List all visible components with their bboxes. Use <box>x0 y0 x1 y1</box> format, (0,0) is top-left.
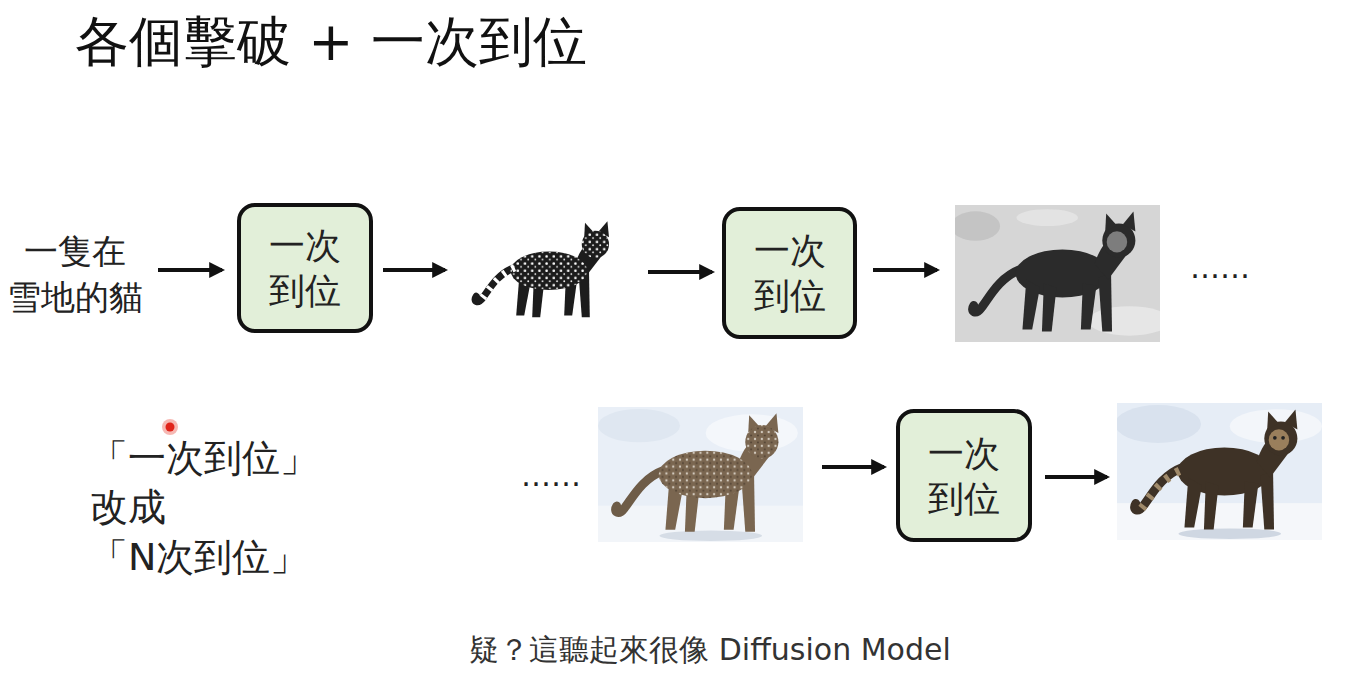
box-label: 一次 到位 <box>754 228 826 318</box>
box-label: 一次 到位 <box>269 223 341 313</box>
cat-image-clean <box>1115 403 1322 540</box>
cat-image-sketch <box>475 221 609 317</box>
process-box: 一次 到位 <box>237 203 373 333</box>
note-text: 「一次到位」改成 「N次到位」 <box>90 434 318 582</box>
process-box: 一次 到位 <box>896 409 1032 542</box>
ellipsis-mark: …… <box>1190 250 1250 286</box>
slide-title: 各個擊破 + 一次到位 <box>75 8 587 76</box>
pointer-dot <box>162 419 178 435</box>
process-box: 一次 到位 <box>722 207 857 339</box>
ellipsis-mark: …… <box>521 458 581 494</box>
box-label: 一次 到位 <box>928 431 1000 521</box>
caption-text: 疑？這聽起來很像 Diffusion Model <box>469 631 951 669</box>
note-text: 一隻在 雪地的貓 <box>7 229 143 321</box>
cat-image-noisy <box>598 407 803 542</box>
cat-image-grey <box>951 205 1170 342</box>
